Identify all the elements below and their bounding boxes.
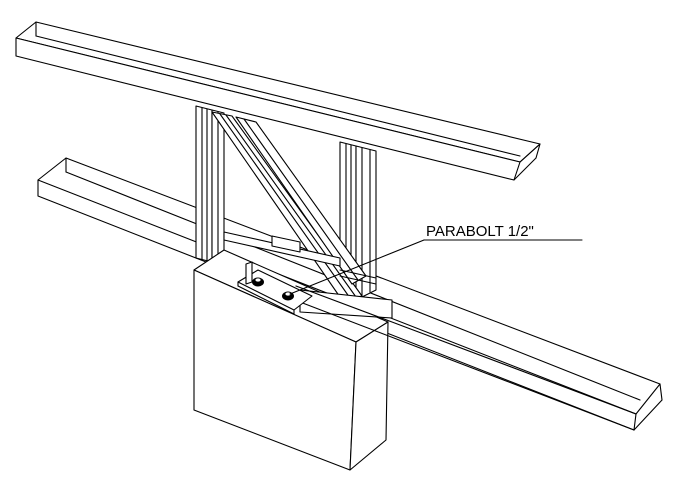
- upper-channel-rail: [15, 21, 541, 181]
- anchor-bolt-1: [252, 277, 264, 287]
- vertical-post-left: [195, 105, 225, 263]
- callout-parabolt: PARABOLT 1/2": [289, 223, 583, 295]
- diagonal-brace: [211, 111, 367, 301]
- leader-line: [289, 239, 425, 295]
- lower-channel-rail-front: [295, 285, 637, 431]
- callout-label: PARABOLT 1/2": [426, 223, 534, 240]
- cross-brace-lower: [223, 231, 377, 285]
